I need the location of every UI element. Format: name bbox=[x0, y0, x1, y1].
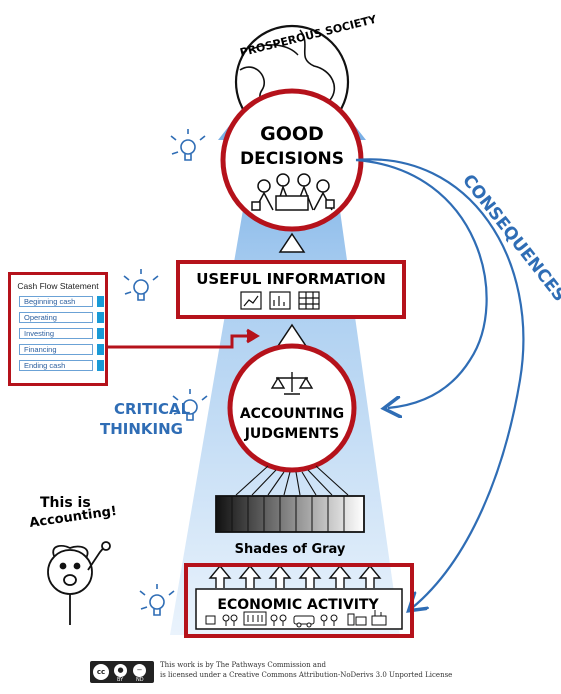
lightbulb-icon bbox=[139, 584, 175, 616]
creative-commons-badge[interactable]: cc ● − BY ND bbox=[90, 661, 154, 683]
cash-flow-row-label: Operating bbox=[19, 312, 93, 323]
cash-flow-row-label: Financing bbox=[19, 344, 93, 355]
accounting-judgments-line1: ACCOUNTING bbox=[240, 406, 344, 422]
critical-label: CRITICAL bbox=[114, 400, 191, 418]
thinking-label: THINKING bbox=[100, 420, 183, 438]
badge-by-label: BY bbox=[117, 677, 124, 683]
good-decisions-line1: GOOD bbox=[260, 123, 324, 145]
people-icon bbox=[251, 173, 335, 211]
cash-flow-row: Investing bbox=[19, 328, 104, 340]
license-footer: cc ● − BY ND This work is by The Pathway… bbox=[90, 659, 452, 687]
cash-flow-row: Beginning cash bbox=[19, 296, 104, 308]
chart-icon bbox=[240, 291, 320, 310]
scale-icon bbox=[270, 372, 314, 395]
accounting-judgments-node bbox=[227, 343, 357, 473]
cash-flow-row-label: Investing bbox=[19, 328, 93, 339]
good-decisions-line2: DECISIONS bbox=[240, 149, 344, 169]
license-text: This work is by The Pathways Commission … bbox=[160, 660, 452, 680]
lightbulb-icon bbox=[172, 389, 208, 421]
cc-icon: cc bbox=[93, 664, 109, 680]
smiling-person-icon bbox=[47, 541, 111, 625]
cash-flow-row-bar bbox=[97, 344, 104, 355]
cash-flow-row-label: Beginning cash bbox=[19, 296, 93, 307]
cash-flow-statement-panel: Cash Flow Statement Beginning cash Opera… bbox=[8, 272, 108, 386]
cash-flow-row: Ending cash bbox=[19, 360, 104, 372]
lightbulb-icon bbox=[123, 269, 159, 301]
economic-activity-label: ECONOMIC ACTIVITY bbox=[217, 597, 379, 613]
useful-information-label: USEFUL INFORMATION bbox=[196, 270, 386, 288]
up-arrow-small bbox=[278, 232, 306, 253]
lightbulb-icon bbox=[170, 129, 206, 161]
this-is-label: This is bbox=[40, 495, 91, 511]
cash-flow-row-bar bbox=[97, 360, 104, 371]
no-derivatives-icon: − bbox=[133, 664, 146, 677]
accounting-judgments-line2: JUDGMENTS bbox=[244, 426, 340, 442]
consequences-arrows bbox=[355, 158, 525, 608]
license-line-2: is licensed under a Creative Commons Att… bbox=[160, 671, 453, 679]
red-connector-arrow bbox=[106, 328, 260, 349]
cash-flow-row: Financing bbox=[19, 344, 104, 356]
cash-flow-row-bar bbox=[97, 328, 104, 339]
license-line-1: This work is by The Pathways Commission … bbox=[160, 661, 326, 669]
economic-up-arrows bbox=[208, 564, 382, 588]
cash-flow-row-label: Ending cash bbox=[19, 360, 93, 371]
rays bbox=[235, 465, 349, 496]
useful-information-box bbox=[176, 260, 406, 319]
cash-flow-row-bar bbox=[97, 296, 104, 307]
economic-activity-box bbox=[184, 563, 414, 638]
shades-of-gray-label: Shades of Gray bbox=[235, 542, 346, 557]
cash-flow-row-bar bbox=[97, 312, 104, 323]
cash-flow-row: Operating bbox=[19, 312, 104, 324]
buildings-icon bbox=[205, 610, 387, 628]
cash-flow-title: Cash Flow Statement bbox=[17, 281, 99, 291]
person-icon: ● bbox=[114, 664, 127, 677]
shades-of-gray-bar bbox=[215, 495, 365, 533]
badge-nd-label: ND bbox=[136, 677, 144, 683]
